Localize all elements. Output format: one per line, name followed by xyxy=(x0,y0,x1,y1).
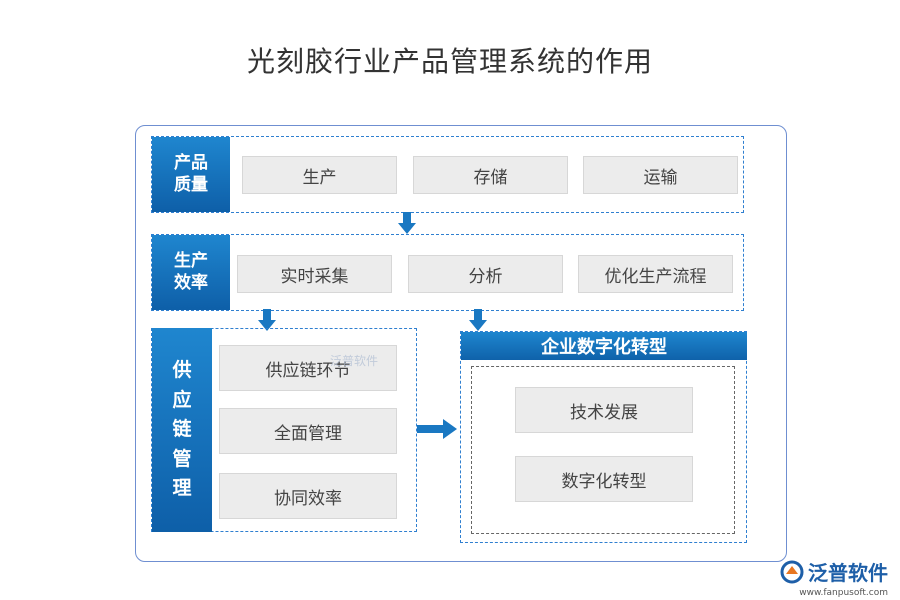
quality-label: 产品质量 xyxy=(152,137,230,212)
supply-item-collaboration: 协同效率 xyxy=(219,473,397,519)
digital-header: 企业数字化转型 xyxy=(461,332,747,360)
digital-row xyxy=(460,331,747,543)
arrow-down-icon xyxy=(469,309,487,331)
watermark: 泛普软件 xyxy=(330,354,379,368)
quality-row xyxy=(151,136,744,213)
efficiency-label: 生产效率 xyxy=(152,235,230,310)
logo-icon xyxy=(780,560,804,583)
efficiency-item-collect: 实时采集 xyxy=(237,255,392,293)
efficiency-item-optimize: 优化生产流程 xyxy=(578,255,733,293)
logo-url: www.fanpusoft.com xyxy=(799,588,888,598)
quality-item-storage: 存储 xyxy=(413,156,568,194)
page-title: 光刻胶行业产品管理系统的作用 xyxy=(246,45,653,78)
arrow-down-icon xyxy=(258,309,276,331)
digital-inner-frame xyxy=(471,366,735,534)
brand-logo: 泛普软件 xyxy=(780,557,888,586)
digital-item-tech: 技术发展 xyxy=(515,387,693,433)
quality-item-transport: 运输 xyxy=(583,156,738,194)
arrow-right-icon xyxy=(417,419,457,439)
outer-frame xyxy=(135,125,787,562)
digital-item-transform: 数字化转型 xyxy=(515,456,693,502)
arrow-down-icon xyxy=(398,212,416,234)
efficiency-row xyxy=(151,234,744,311)
efficiency-item-analyze: 分析 xyxy=(408,255,563,293)
quality-item-production: 生产 xyxy=(242,156,397,194)
supply-item-links: 供应链环节 xyxy=(219,345,397,391)
logo-name: 泛普软件 xyxy=(808,561,888,585)
supply-item-management: 全面管理 xyxy=(219,408,397,454)
supply-label: 供 应 链 管 理 xyxy=(152,328,212,532)
supply-row xyxy=(151,328,417,532)
